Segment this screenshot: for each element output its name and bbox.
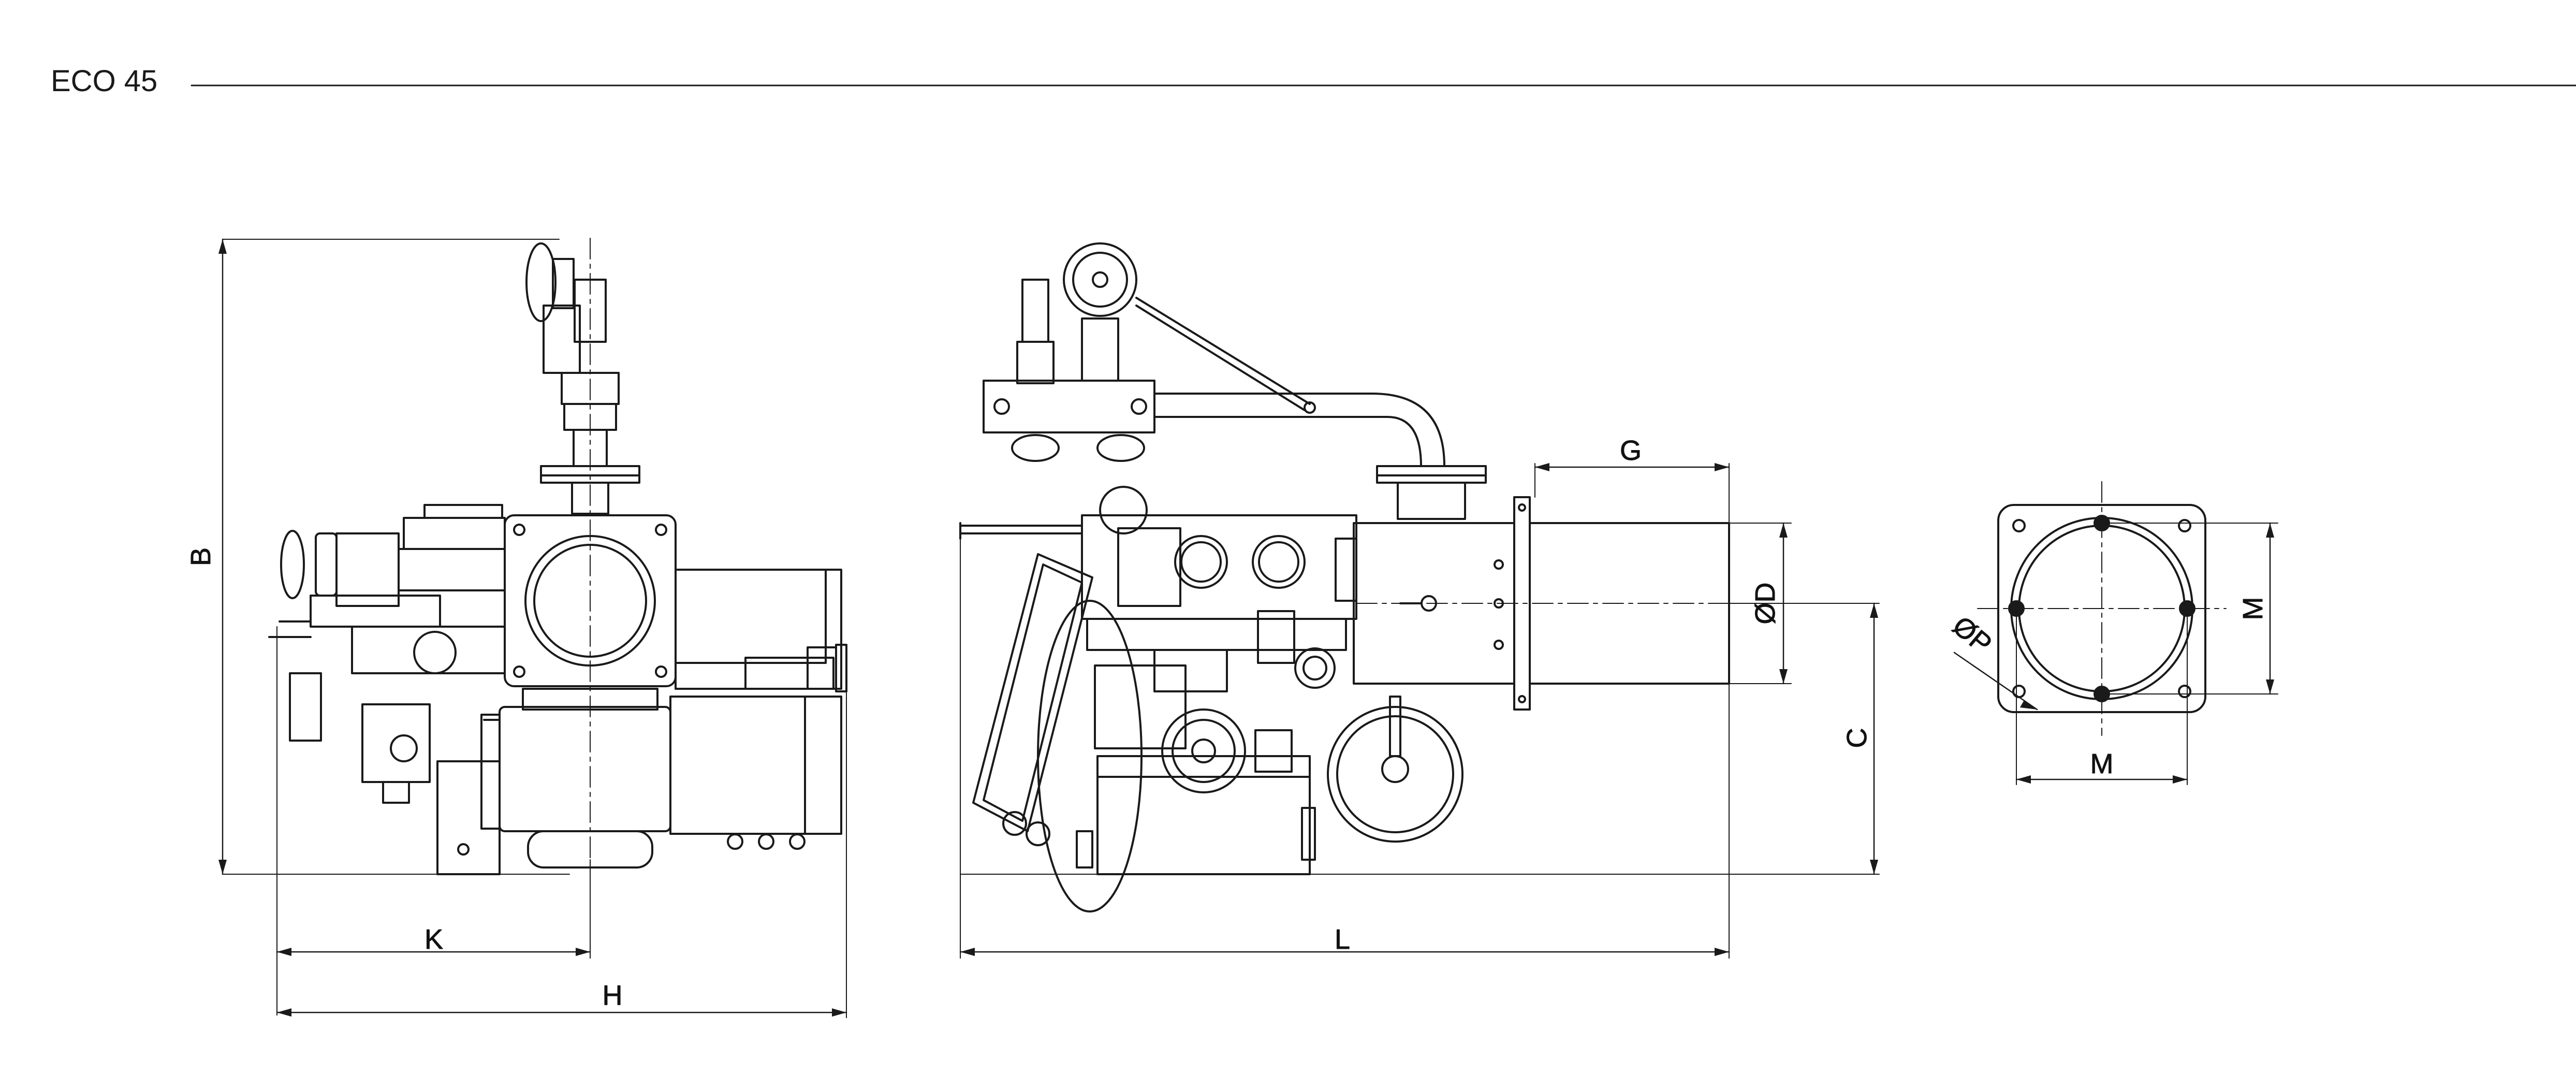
dim-label-m-horizontal: M — [2090, 748, 2114, 779]
dim-label-h: H — [603, 980, 623, 1011]
dim-label-l: L — [1335, 924, 1350, 955]
dim-label-d: ØD — [1750, 583, 1781, 625]
burner-side-view — [218, 238, 847, 1018]
dim-label-c: C — [1841, 728, 1872, 748]
dim-label-b: B — [185, 547, 216, 566]
dim-label-g: G — [1620, 435, 1642, 466]
burner-front-view — [959, 242, 1880, 959]
dim-label-m-vertical: M — [2237, 597, 2268, 620]
model-title: ECO 45 — [51, 64, 158, 98]
dim-label-k: K — [425, 924, 443, 955]
mounting-flange-view — [1953, 481, 2278, 785]
